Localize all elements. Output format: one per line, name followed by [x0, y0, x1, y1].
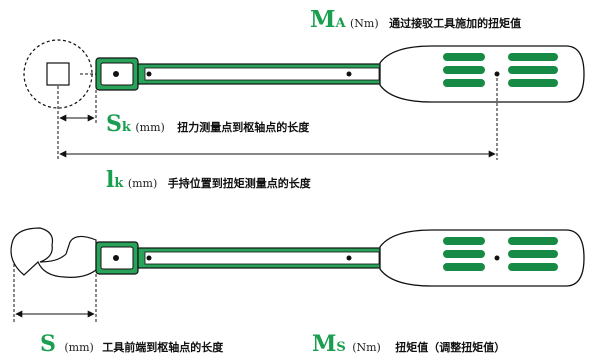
ma-description: 通过接驳工具施加的扭矩值: [389, 17, 522, 30]
ms-description: 扭矩值（调整扭矩值）: [395, 341, 506, 354]
ma-unit: (Nm): [350, 17, 379, 30]
ms-subscript: S: [336, 340, 346, 355]
shaft-inner-bottom: [144, 251, 380, 265]
handle-grips: [443, 53, 558, 87]
ms-label: MS (Nm) 扭矩值（调整扭矩值）: [312, 333, 505, 355]
head-pin: [113, 71, 119, 77]
bottom-dimensions: [13, 264, 97, 322]
shaft-pin-left: [146, 71, 152, 77]
shaft-pin-left-bottom: [146, 255, 152, 261]
shaft-pin-right: [346, 71, 352, 77]
lk-subscript: k: [114, 176, 124, 191]
open-end-jaw: [10, 227, 97, 278]
lk-symbol: l: [106, 167, 115, 193]
head-pin-bottom: [113, 255, 119, 261]
sk-symbol: S: [106, 111, 122, 137]
ma-subscript: A: [335, 16, 346, 31]
lk-unit: (mm): [127, 177, 158, 190]
s-label: S (mm) 工具前端到枢轴点的长度: [40, 333, 223, 355]
shaft-inner: [144, 67, 380, 81]
lk-label: lk (mm) 手持位置到扭矩测量点的长度: [106, 169, 311, 191]
lk-description: 手持位置到扭矩测量点的长度: [167, 177, 311, 190]
top-dimensions: [57, 78, 498, 160]
square-drive: [46, 62, 70, 86]
s-unit: (mm): [64, 341, 94, 354]
handle-grips-bottom: [443, 237, 558, 271]
handle-mark-point-bottom: [494, 255, 500, 261]
s-symbol: S: [40, 331, 56, 357]
shaft-pin-right-bottom: [346, 255, 352, 261]
sk-label: Sk (mm) 扭力测量点到枢轴点的长度: [106, 113, 309, 135]
s-description: 工具前端到枢轴点的长度: [102, 341, 224, 354]
ma-symbol: M: [310, 6, 336, 33]
applied-torque-label: MA (Nm) 通过接驳工具施加的扭矩值: [310, 8, 521, 31]
sk-description: 扭力测量点到枢轴点的长度: [177, 121, 310, 134]
bottom-torque-wrench: [10, 227, 585, 287]
top-torque-wrench: [23, 39, 585, 109]
handle-mark-point: [494, 71, 500, 77]
sk-unit: (mm): [135, 121, 165, 134]
ms-symbol: M: [312, 331, 337, 357]
sk-subscript: k: [121, 120, 131, 135]
ms-unit: (Nm): [352, 341, 381, 354]
